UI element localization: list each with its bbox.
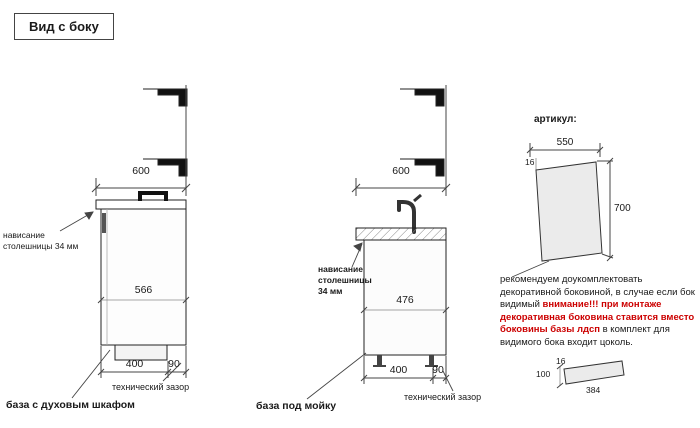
oven-overhang-note: нависание столешницы 34 мм: [3, 230, 79, 251]
panel-recommendation-note: рекомендуем доукомплектовать декоративно…: [500, 274, 697, 349]
oven-dim-566-lines: [97, 296, 190, 304]
panel-dim-width: 550: [556, 137, 574, 148]
sink-base-label: база под мойку: [256, 400, 337, 412]
article-heading: артикул:: [534, 114, 577, 125]
sink-countertop-profile-symbols: [400, 88, 445, 177]
panel-dim-550-lines: [526, 143, 604, 170]
faucet-symbol: [397, 193, 422, 234]
oven-gap-note: технический зазор: [112, 382, 190, 392]
oven-dim-bottom-main: 400: [125, 358, 144, 370]
plinth-shape: [556, 360, 625, 389]
sink-dim-top: 600: [392, 165, 410, 177]
oven-countertop-profile-symbols: [143, 88, 188, 177]
oven-dim-depth: 566: [134, 284, 153, 296]
note-text-part2: в комплект для видимого бока входит цоко…: [500, 324, 670, 348]
note-text-part1: рекомендуем доукомплектовать декоративно…: [500, 274, 695, 311]
note-warning-text: внимание!!! при монтаже декоративная бок…: [500, 299, 695, 336]
sheet-title: Вид с боку: [14, 13, 114, 40]
sink-cabinet-outline: [355, 227, 447, 367]
sink-bottom-dim-lines: [360, 356, 450, 384]
oven-base-label: база с духовым шкафом: [6, 399, 135, 411]
plinth-dim-thickness: 16: [556, 356, 566, 366]
panel-dim-thickness: 16: [525, 157, 535, 167]
sink-dim-600-lines: [351, 85, 451, 196]
sink-dim-depth: 476: [396, 294, 414, 306]
sink-gap-note: технический зазор: [404, 392, 482, 402]
sink-dim-bottom-gap: 90: [432, 364, 444, 376]
panel-note-leader: [511, 260, 550, 278]
sink-dim-476-lines: [360, 306, 450, 314]
oven-cabinet-outline: [95, 191, 187, 361]
oven-dim-600-lines: [91, 85, 191, 196]
sink-overhang-note: нависание столешницы 34 мм: [318, 264, 372, 297]
plinth-dim-length: 384: [586, 385, 601, 395]
oven-dim-top: 600: [132, 165, 150, 177]
oven-leader-lines: [59, 211, 182, 399]
plinth-dim-height: 100: [536, 369, 551, 379]
oven-dim-bottom-gap: 90: [168, 358, 180, 370]
panel-dim-700-lines: [597, 157, 614, 262]
sink-leader-lines: [306, 242, 454, 400]
decorative-side-panel-shape: [535, 161, 603, 262]
sink-dim-bottom-main: 400: [389, 364, 408, 376]
panel-dim-height: 700: [614, 203, 631, 214]
